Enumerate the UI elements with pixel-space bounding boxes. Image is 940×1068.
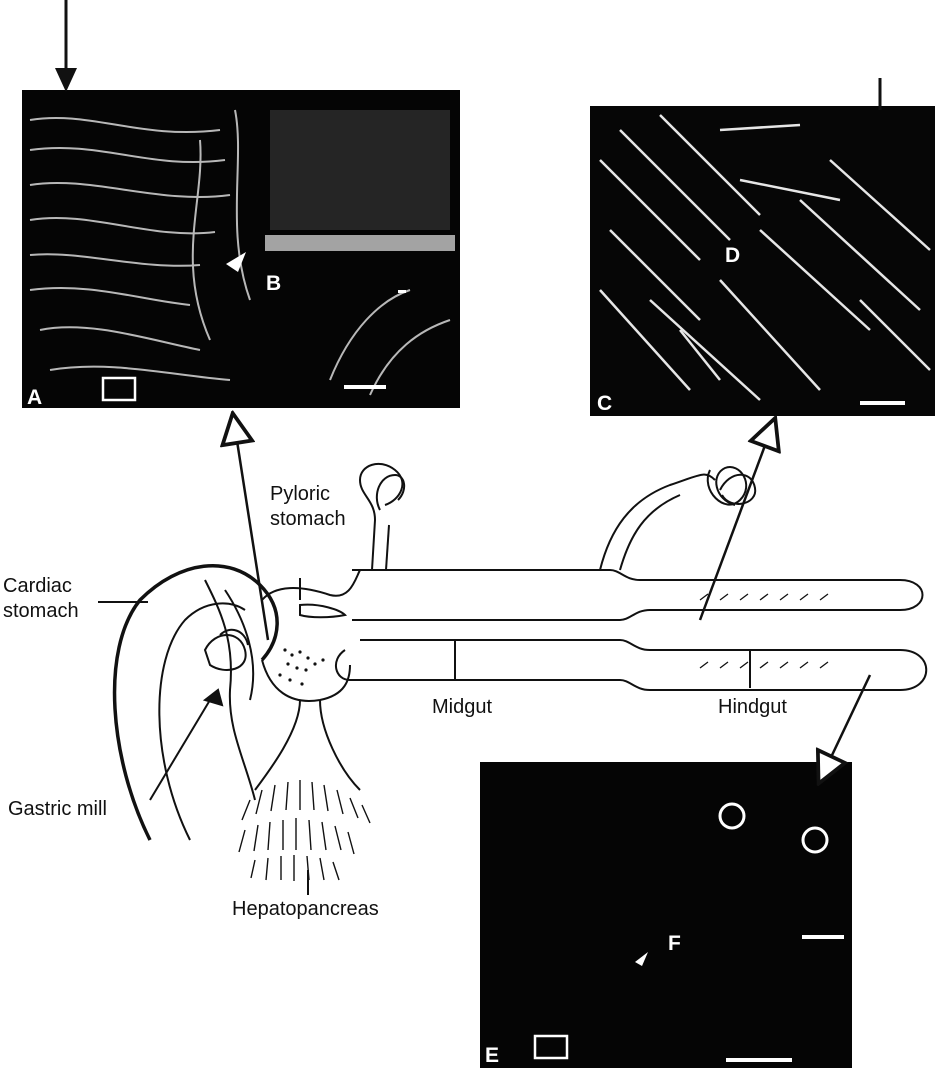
panel-label-f: F: [668, 932, 681, 955]
panel-label-c: C: [597, 392, 612, 415]
label-pyloric-line2: stomach: [270, 508, 346, 530]
label-hindgut: Hindgut: [718, 696, 787, 718]
label-cardiac-line2: stomach: [3, 600, 79, 622]
down-arrow-a: [55, 0, 77, 92]
label-hepatopancreas: Hepatopancreas: [232, 898, 379, 920]
micrograph-e-f: E F: [480, 762, 852, 1068]
label-pyloric-line1: Pyloric: [270, 483, 330, 505]
label-midgut: Midgut: [432, 696, 492, 718]
micrograph-c-d: C D: [590, 106, 935, 416]
panel-label-a: A: [27, 386, 42, 409]
panel-label-d: D: [725, 244, 740, 267]
panel-label-e: E: [485, 1044, 499, 1067]
label-gastric-mill: Gastric mill: [8, 798, 107, 820]
panel-label-b: B: [266, 272, 281, 295]
pointer-arrows: [235, 428, 870, 770]
label-cardiac-line1: Cardiac: [3, 575, 72, 597]
micrograph-a-b: A B: [22, 90, 460, 409]
